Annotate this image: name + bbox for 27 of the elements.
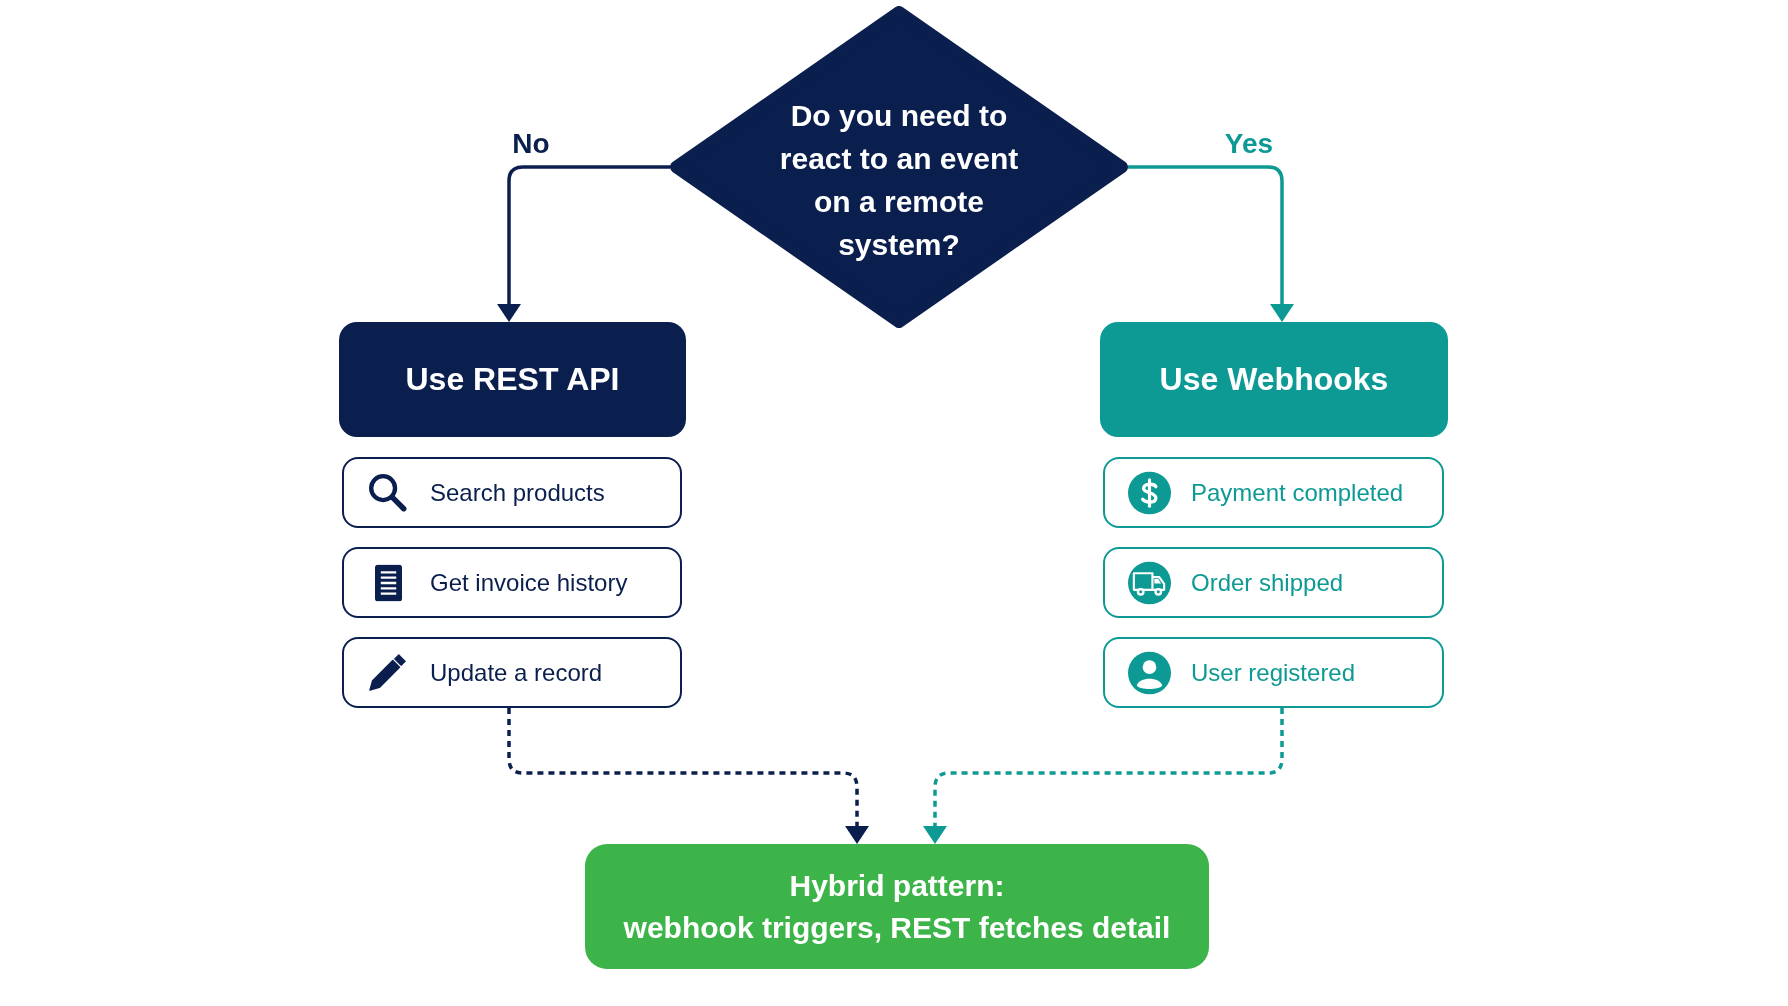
option-box [342,457,682,528]
option-box [342,637,682,708]
choice-header [1100,322,1448,437]
option-box [1103,457,1444,528]
option-label: Search products [430,478,605,507]
choice-header [339,322,686,437]
edge-label: Yes [1224,128,1274,160]
choice-title: Use REST API [405,361,620,398]
dashed-arrow [923,708,1284,844]
option-box [342,547,682,618]
arrow [1128,165,1294,322]
option-label: Payment completed [1191,478,1404,507]
arrow [497,165,670,322]
decision-diamond [670,6,1128,328]
result-box [585,844,1209,969]
option-box [1103,547,1444,618]
option-box [1103,637,1444,708]
result-text: webhook triggers, REST fetches detail [623,909,1171,946]
option-label: Order shipped [1191,568,1344,597]
result-heading: Hybrid pattern: [789,867,1005,904]
option-label: Get invoice history [430,568,628,597]
question-text: Do you need to react to an event on a remote system? [778,98,1020,263]
option-label: User registered [1191,658,1356,687]
dashed-arrow [507,708,869,844]
edge-label: No [512,128,550,160]
option-label: Update a record [430,658,603,687]
choice-title: Use Webhooks [1159,361,1389,398]
